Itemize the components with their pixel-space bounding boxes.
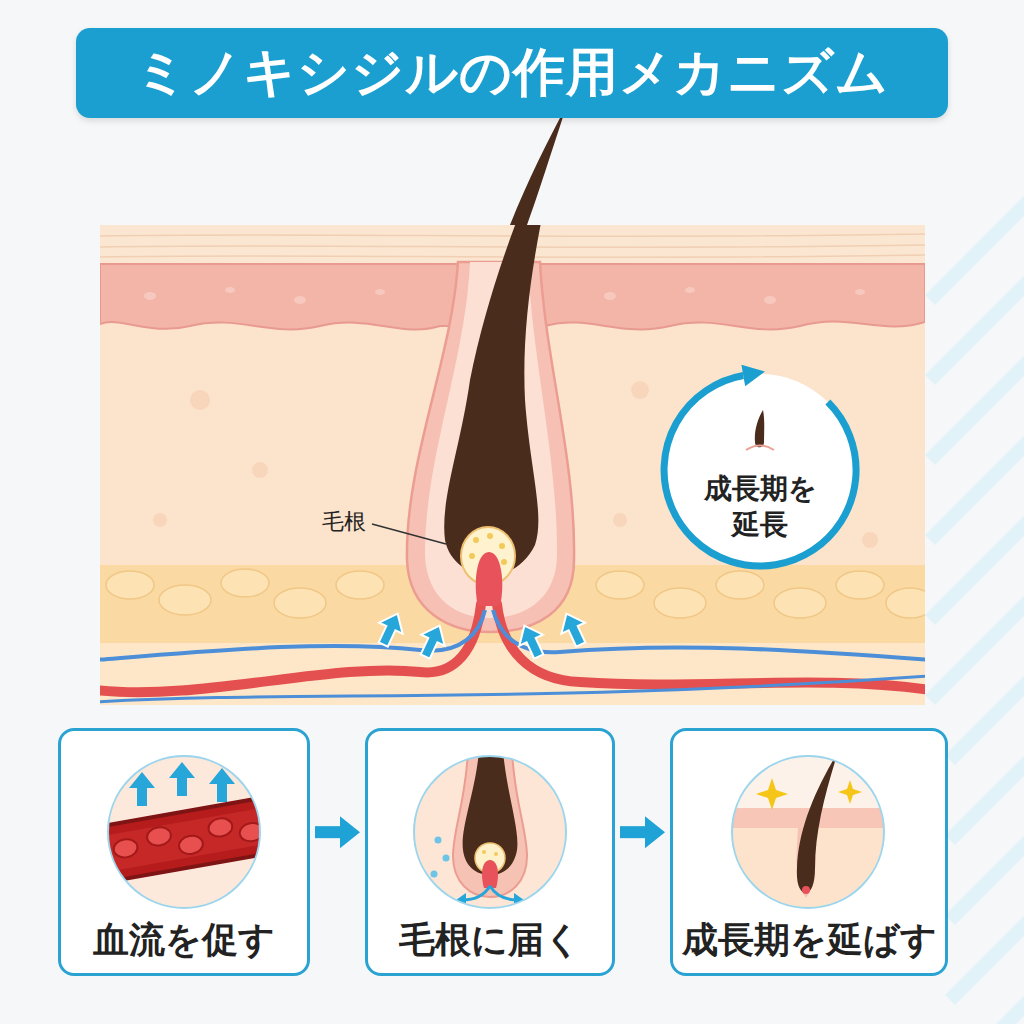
- panel-grounds: [58, 728, 948, 976]
- arrow-shaft: [315, 826, 342, 838]
- growth-picture: [720, 752, 900, 918]
- follicle-picture: [414, 750, 566, 908]
- cycle-arc: [664, 376, 856, 567]
- step-label: 成長期を延ばす: [682, 917, 937, 964]
- vein: [493, 610, 925, 660]
- hair-icon-skin: [746, 446, 774, 451]
- arrow-shaft: [620, 826, 647, 838]
- capillary: [476, 552, 503, 606]
- title-banner: ミノキシジルの作用メカニズム: [76, 28, 948, 118]
- vein: [100, 676, 925, 702]
- skin-section: [100, 225, 925, 705]
- growth-cycle-circle: 成長期を 延長: [655, 365, 865, 575]
- step-panel: 毛根に届く: [365, 728, 615, 976]
- flow-arrow: [620, 816, 665, 848]
- ring-fill: [664, 374, 856, 566]
- step-panel: 血流を促す: [58, 728, 310, 976]
- hair: [444, 225, 567, 576]
- step-label: 毛根に届く: [399, 917, 581, 964]
- cycle-arrowhead: [741, 365, 765, 387]
- part-label: 毛根: [322, 507, 366, 537]
- arrowhead: [340, 816, 360, 848]
- leader-line: [372, 524, 446, 544]
- circle-text: 成長期を 延長: [698, 471, 822, 544]
- flow-arrows: [371, 608, 592, 662]
- blood-flow-picture: [87, 756, 284, 908]
- title-text: ミノキシジルの作用メカニズム: [135, 38, 889, 108]
- step-label: 血流を促す: [93, 917, 275, 964]
- flow-arrow: [315, 816, 360, 848]
- hair-icon: [755, 410, 764, 447]
- arrowhead: [645, 816, 665, 848]
- step-panel: 成長期を延ばす: [670, 728, 948, 976]
- cycle-ring: [655, 365, 865, 575]
- hair-shaft: [510, 105, 567, 225]
